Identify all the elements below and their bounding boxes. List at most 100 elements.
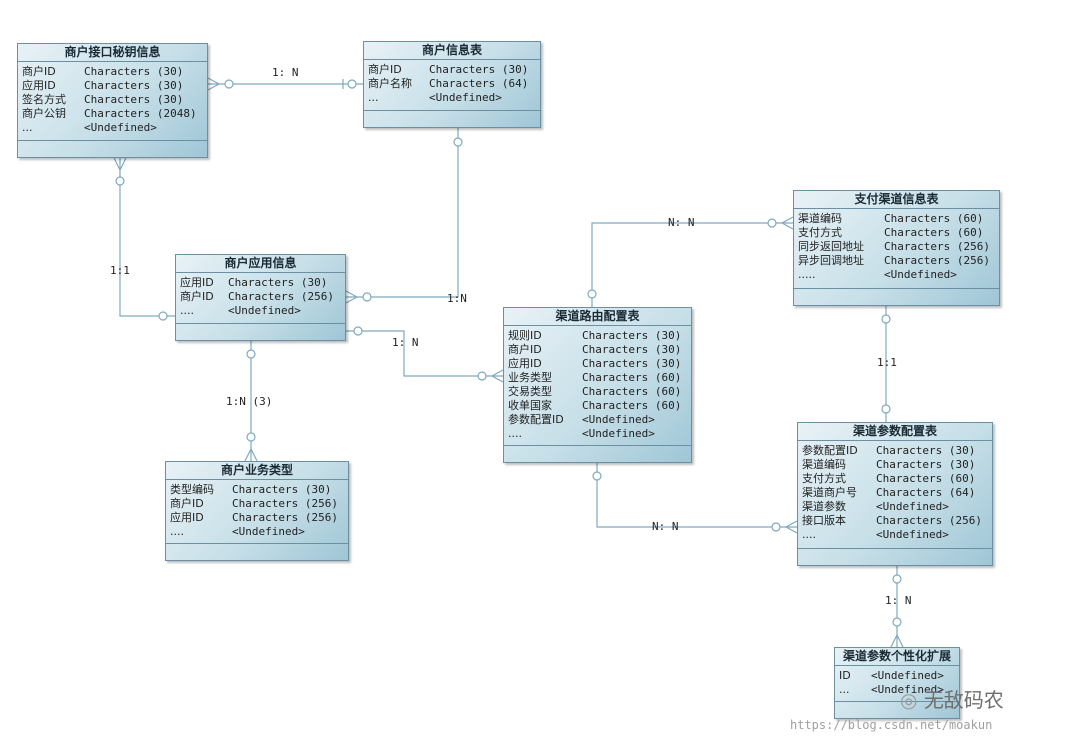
column-name: 收单国家 bbox=[508, 399, 552, 412]
column-name: 商户ID bbox=[180, 290, 214, 303]
rel-label-app-biz: 1:N (3) bbox=[226, 395, 273, 408]
column-name: 渠道参数 bbox=[802, 500, 846, 513]
column-type: Characters (256) bbox=[232, 511, 338, 524]
entity-title: 商户接口秘钥信息 bbox=[18, 44, 207, 62]
column-type: Characters (256) bbox=[884, 240, 990, 253]
rel-app-route bbox=[346, 330, 503, 377]
rel-label-key-info: 1: N bbox=[272, 66, 299, 79]
column-type: Characters (30) bbox=[84, 79, 184, 92]
rel-label-channel-param: 1:1 bbox=[877, 356, 897, 369]
rel-route-channel bbox=[591, 222, 793, 307]
column-name: 商户公钥 bbox=[22, 107, 66, 120]
rel-label-key-app: 1:1 bbox=[110, 264, 130, 277]
column-type: Characters (30) bbox=[876, 458, 976, 471]
rel-label-param-ext: 1: N bbox=[885, 594, 912, 607]
column-name: 商户ID bbox=[368, 63, 402, 76]
column-type: <Undefined> bbox=[871, 683, 944, 696]
column-type: <Undefined> bbox=[582, 413, 655, 426]
entity-title: 支付渠道信息表 bbox=[794, 191, 999, 209]
column-row: .... <Undefined> bbox=[508, 427, 687, 441]
column-type: <Undefined> bbox=[876, 500, 949, 513]
column-name: .... bbox=[508, 427, 522, 440]
column-type: <Undefined> bbox=[84, 121, 157, 134]
column-row: 商户ID Characters (256) bbox=[180, 290, 341, 304]
entity-channel-ext[interactable]: 渠道参数个性化扩展 ID<Undefined>... <Undefined> bbox=[834, 647, 960, 719]
column-name: 应用ID bbox=[170, 511, 204, 524]
column-name: .... bbox=[802, 528, 816, 541]
column-row: .....<Undefined> bbox=[798, 268, 995, 282]
column-row: 异步回调地址 Characters (256) bbox=[798, 254, 995, 268]
column-type: <Undefined> bbox=[429, 91, 502, 104]
column-name: 类型编码 bbox=[170, 483, 214, 496]
column-type: Characters (60) bbox=[582, 385, 682, 398]
column-name: ... bbox=[368, 91, 379, 104]
rel-label-app-route: 1: N bbox=[392, 336, 419, 349]
rel-key-app bbox=[119, 158, 175, 317]
column-type: Characters (256) bbox=[876, 514, 982, 527]
entity-merchant-key[interactable]: 商户接口秘钥信息 商户ID Characters (30) 应用ID Characte… bbox=[17, 43, 208, 158]
column-name: 商户ID bbox=[508, 343, 542, 356]
column-type: Characters (30) bbox=[876, 444, 976, 457]
column-row: 商户ID Characters (30) bbox=[368, 63, 536, 77]
column-type: Characters (30) bbox=[429, 63, 529, 76]
column-name: ... bbox=[839, 683, 850, 696]
column-row: ID<Undefined> bbox=[839, 669, 955, 683]
entity-title: 商户应用信息 bbox=[176, 255, 345, 273]
entity-columns: ID<Undefined>... <Undefined> bbox=[835, 666, 959, 701]
column-name: 异步回调地址 bbox=[798, 254, 864, 267]
column-name: .... bbox=[170, 525, 184, 538]
column-row: 商户ID Characters (30) bbox=[508, 343, 687, 357]
column-name: 商户ID bbox=[22, 65, 56, 78]
entity-title: 商户业务类型 bbox=[166, 462, 348, 480]
column-type: Characters (30) bbox=[582, 357, 682, 370]
column-name: 交易类型 bbox=[508, 385, 552, 398]
column-row: 交易类型 Characters (60) bbox=[508, 385, 687, 399]
column-name: 规则ID bbox=[508, 329, 542, 342]
column-name: 接口版本 bbox=[802, 514, 846, 527]
column-type: <Undefined> bbox=[876, 528, 949, 541]
column-type: Characters (2048) bbox=[84, 107, 197, 120]
column-row: 商户ID Characters (30) bbox=[22, 65, 203, 79]
column-type: Characters (60) bbox=[876, 472, 976, 485]
column-name: 应用ID bbox=[22, 79, 56, 92]
rel-label-route-channel: N: N bbox=[668, 216, 695, 229]
column-name: 渠道编码 bbox=[798, 212, 842, 225]
entity-title: 渠道路由配置表 bbox=[504, 308, 691, 326]
column-name: 支付方式 bbox=[802, 472, 846, 485]
column-row: ... <Undefined> bbox=[368, 91, 536, 105]
column-type: Characters (30) bbox=[84, 65, 184, 78]
column-type: <Undefined> bbox=[582, 427, 655, 440]
column-type: Characters (256) bbox=[884, 254, 990, 267]
column-row: 渠道参数 <Undefined> bbox=[802, 500, 988, 514]
rel-label-info-app: 1:N bbox=[447, 292, 467, 305]
column-name: 支付方式 bbox=[798, 226, 842, 239]
column-type: <Undefined> bbox=[228, 304, 301, 317]
column-type: Characters (60) bbox=[884, 212, 984, 225]
column-row: ...<Undefined> bbox=[22, 121, 203, 135]
column-name: 商户名称 bbox=[368, 77, 412, 90]
column-type: Characters (256) bbox=[228, 290, 334, 303]
column-type: Characters (60) bbox=[582, 371, 682, 384]
column-type: Characters (30) bbox=[582, 343, 682, 356]
entity-title: 渠道参数个性化扩展 bbox=[835, 648, 959, 666]
column-type: Characters (64) bbox=[876, 486, 976, 499]
